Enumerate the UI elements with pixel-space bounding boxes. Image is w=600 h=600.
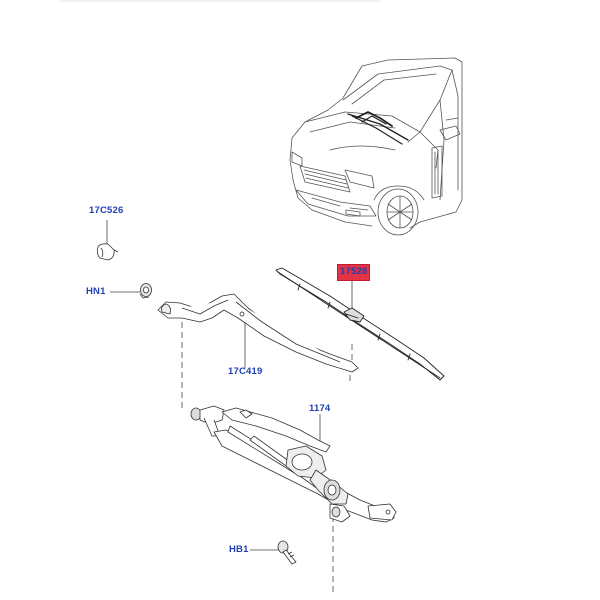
callout-17c526[interactable]: 17C526 [89,205,124,216]
wiper-blade-17528 [275,267,445,381]
callout-1174[interactable]: 1174 [309,403,331,414]
top-edge-strip [60,0,380,2]
callout-17528-highlighted[interactable]: 17528 [337,264,371,281]
callout-17c419[interactable]: 17C419 [228,366,263,377]
leader-lines [106,220,353,551]
wiper-linkage-motor-1174 [190,405,397,523]
vehicle-reference-illustration [289,57,463,236]
wiper-arm-cap-17c526 [96,243,119,261]
bolt-hb1 [277,540,297,565]
wiper-arm-17c419 [157,293,359,373]
nut-hn1 [139,283,152,299]
callout-hn1[interactable]: HN1 [86,286,106,297]
callout-hb1[interactable]: HB1 [229,544,249,555]
